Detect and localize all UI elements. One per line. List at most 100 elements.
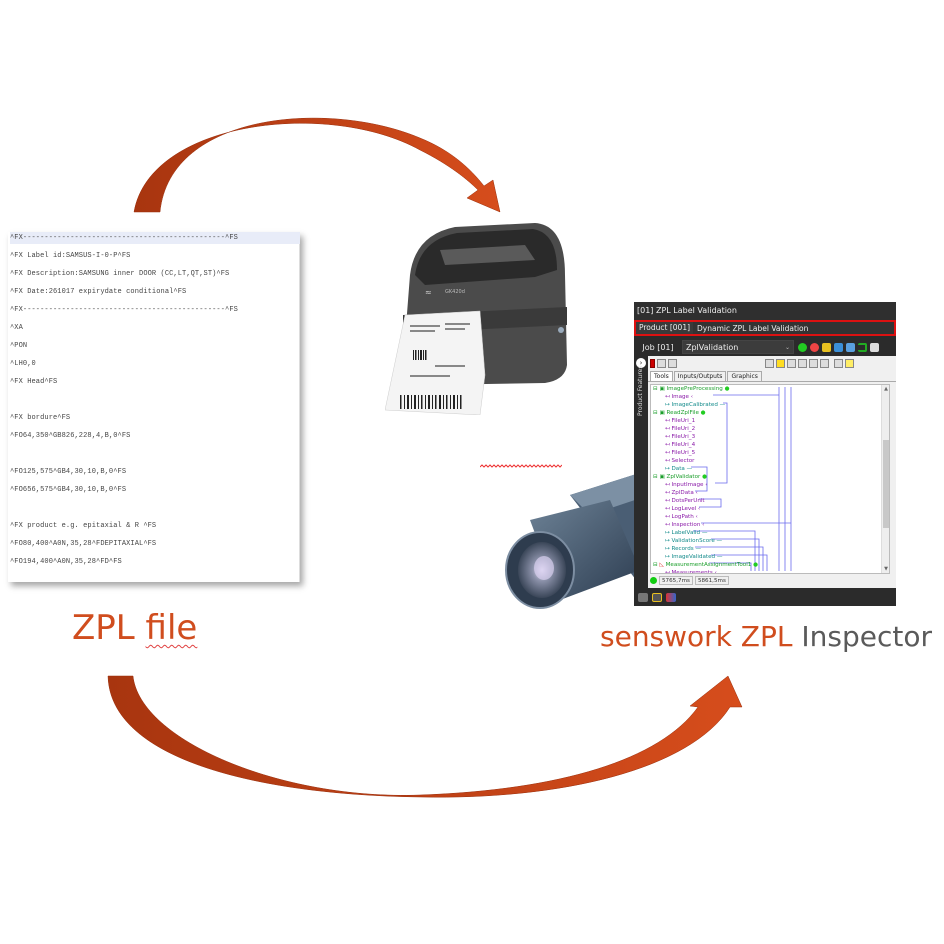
tree-input-row[interactable]: ↤ FileUri_3 [665,434,696,440]
svg-text:≈: ≈ [425,288,432,297]
chart-icon[interactable] [834,358,843,368]
tab-tools[interactable]: Tools [650,371,673,381]
panel-toolbar [648,356,896,370]
caption-brand: senswork ZPL [600,620,802,653]
zpl-line: ^FO80,400^A0N,35,28^FDEPITAXIAL^FS [10,540,157,548]
caption-product: Inspector [801,620,932,653]
tree-input-row[interactable]: ↤ ZplData ‹ [665,490,698,496]
view-icon[interactable] [657,358,666,368]
settings-tool-icon[interactable] [652,592,662,602]
zpl-line: ^FO125,575^GB4,30,10,B,0^FS [10,468,127,476]
zpl-line: ^XA [10,324,23,332]
arrow-file-to-printer [133,117,501,213]
status-time-1: 5765,7ms [659,575,693,585]
tree-tool-row[interactable]: ⊟ ◺ MeasurementAssignmentTool1 ● [653,562,758,568]
tree-input-row[interactable]: ↤ Measurements ‹ [665,570,717,574]
remove-job-icon[interactable] [810,342,819,352]
tree-output-row[interactable]: ↦ ValidationScore — [665,538,723,544]
stack-icon[interactable] [765,358,774,368]
svg-text:GK420d: GK420d [445,289,465,295]
panel-tabs: Tools Inputs/Outputs Graphics [648,370,896,382]
tree-input-row[interactable]: ↤ Image ‹ [665,394,694,400]
tree-tool-row[interactable]: ⊟ ▣ ReadZplFile ● [653,410,706,416]
tree-output-row[interactable]: ↦ LabelValid — [665,530,708,536]
scrollbar-thumb[interactable] [883,440,889,528]
zpl-line: ^FX-------------------------------------… [10,306,238,314]
zpl-line: ^FO656,575^GB4,30,10,B,0^FS [10,486,127,494]
inspector-app-window: [01] ZPL Label Validation Product [001] … [634,302,896,606]
label-printer-image: ≈ GK420d [385,223,567,415]
tab-inputs-outputs[interactable]: Inputs/Outputs [673,371,727,381]
add-job-icon[interactable] [798,342,807,352]
tree-input-row[interactable]: ↤ Selector [665,458,695,464]
edit-job-icon[interactable] [822,342,831,352]
zpl-line: ^FO64,350^GB826,228,4,B,0^FS [10,432,131,440]
tree-input-row[interactable]: ↤ Inspection ‹ [665,522,705,528]
status-bar: 5765,7ms 5861,5ms [648,574,896,586]
document-icon[interactable] [870,342,879,352]
tab-graphics[interactable]: Graphics [727,371,762,381]
tree-input-row[interactable]: ↤ FileUri_4 [665,442,696,448]
tree-tool-row[interactable]: ⊟ ▣ ImagePreProcessing ● [653,386,730,392]
job-toolbar [798,342,879,352]
tools-icon[interactable] [809,358,818,368]
window-title: [01] ZPL Label Validation [634,302,896,320]
tree-output-row[interactable]: ↦ ImageCalibrated — [665,402,726,408]
zpl-line: ^FX product e.g. epitaxial & R ^FS [10,522,157,530]
tree-output-row[interactable]: ↦ Data — [665,466,693,472]
zpl-line: ^FX bordure^FS [10,414,71,422]
zpl-line: ^PON [10,342,28,350]
side-tab-product-features[interactable]: Product Features [637,365,644,417]
zpl-file-caption: ZPL file [72,608,197,648]
color-icon[interactable] [666,592,676,602]
image-icon[interactable] [820,358,829,368]
scroll-up-icon[interactable]: ▲ [884,386,888,392]
zpl-line: ^FX Description:SAMSUNG inner DOOR (CC,L… [10,270,230,278]
table-icon[interactable] [798,358,807,368]
tree-input-row[interactable]: ↤ LogLevel ‹ [665,506,701,512]
keyboard-icon[interactable] [638,592,648,602]
zpl-line: ^FX Date:261017 expirydate conditional^F… [10,288,187,296]
tree-input-row[interactable]: ↤ FileUri_1 [665,418,696,424]
scroll-down-icon[interactable]: ▼ [884,566,888,572]
tree-tool-row[interactable]: ⊟ ▣ ZplValidator ● [653,474,707,480]
tree-input-row[interactable]: ↤ DotsPerUnit [665,498,705,504]
tree-output-row[interactable]: ↦ Records — [665,546,702,552]
layout-icon[interactable] [668,358,677,368]
save-job-icon[interactable] [846,342,855,352]
help-icon[interactable] [845,358,854,368]
job-select[interactable]: ZplValidation ⌄ [682,340,794,354]
status-ok-icon [650,576,657,584]
copy-job-icon[interactable] [834,342,843,352]
zpl-line: ^FX-------------------------------------… [10,232,300,244]
grid-icon[interactable] [787,358,796,368]
app-body: › Product Features Tools Inputs/Output [634,356,896,588]
job-bar: Job [01] ZplValidation ⌄ [634,338,896,356]
zpl-line: ^FO194,400^A0N,35,28^FD^FS [10,558,122,566]
tree-output-row[interactable]: ↦ ImageValidated — [665,554,723,560]
tree-input-row[interactable]: ↤ FileUri_5 [665,450,696,456]
job-select-value: ZplValidation [686,342,739,352]
expand-sidebar-button[interactable]: › [636,358,646,368]
spellcheck-squiggle [480,464,562,468]
run-icon[interactable] [650,358,655,368]
undo-icon[interactable] [858,342,867,352]
chevron-down-icon: ⌄ [784,343,790,351]
tree-input-row[interactable]: ↤ LogPath ‹ [665,514,698,520]
product-bar[interactable]: Product [001] Dynamic ZPL Label Validati… [634,320,896,336]
inspector-caption: senswork ZPL Inspector [600,620,932,653]
status-time-2: 5861,5ms [694,575,729,585]
product-name: Dynamic ZPL Label Validation [697,323,809,333]
tree-input-row[interactable]: ↤ InputImage ‹ [665,482,708,488]
refresh-icon[interactable] [776,358,785,368]
tools-panel: Tools Inputs/Outputs Graphics [648,356,896,588]
product-label: Product [001] [636,322,694,334]
zpl-line: ^FX Label id:SAMSUS-I-0-P^FS [10,252,131,260]
tree-input-row[interactable]: ↤ FileUri_2 [665,426,696,432]
bottom-toolbar [634,588,896,606]
zpl-line: ^LH0,0 [10,360,36,368]
side-strip: › Product Features [634,356,648,588]
tree-scrollbar[interactable]: ▲ ▼ [881,385,889,573]
caption-text-spellcheck: file [145,608,198,648]
